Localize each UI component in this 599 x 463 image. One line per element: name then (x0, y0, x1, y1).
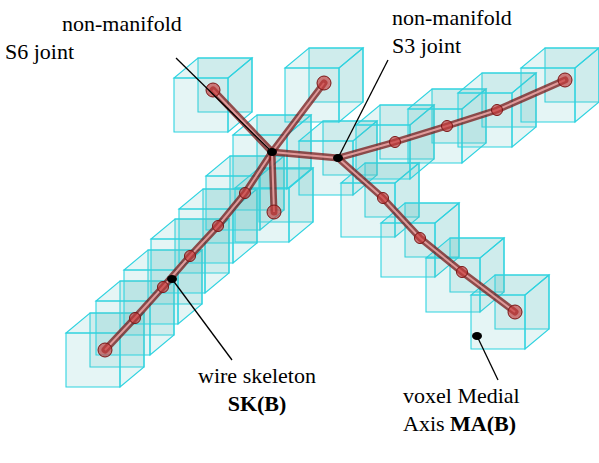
callout-label: non-manifold S6 joint (5, 10, 183, 65)
skeleton-node (442, 121, 453, 132)
wire-skeleton (98, 73, 572, 357)
skeleton-node (98, 343, 112, 357)
voxel-cube (521, 48, 599, 122)
skeleton-tube (272, 152, 274, 212)
skeleton-node (558, 73, 572, 87)
skeleton-tube (105, 152, 272, 350)
skeleton-node (317, 76, 331, 90)
skeleton-highlight (272, 83, 324, 152)
leader-line (338, 60, 388, 158)
skeleton-node (185, 251, 196, 262)
skeleton-node (130, 313, 141, 324)
skeleton-node (390, 137, 401, 148)
leader-line (172, 279, 232, 360)
skeleton-tube (272, 152, 338, 158)
skeleton-node (213, 221, 224, 232)
callout-text: wire skeleton (182, 362, 332, 390)
voxel-face (339, 48, 363, 122)
symbol-label: MA(B) (450, 411, 516, 436)
voxel-face (235, 188, 289, 242)
skeleton-node (492, 105, 503, 116)
leader-line (176, 58, 272, 152)
callout-label: voxel Medial Axis MA(B) (403, 382, 563, 437)
skeleton-node (508, 305, 522, 319)
space (445, 411, 451, 436)
callout-label: non-manifold S3 joint (392, 4, 522, 59)
leader-dot (472, 332, 482, 340)
skeleton-node (267, 205, 281, 219)
skeleton-highlight (105, 152, 272, 350)
symbol-label: SK(B) (182, 390, 332, 418)
skeleton-tube (338, 158, 515, 312)
voxel-face (174, 78, 228, 132)
leader-dot (267, 148, 277, 156)
skeleton-highlight (338, 158, 515, 312)
skeleton-node (378, 193, 389, 204)
voxel-face (575, 48, 599, 122)
callout-text: non-manifold S3 joint (392, 5, 512, 58)
skeleton-highlight (272, 152, 274, 212)
skeleton-node (240, 188, 251, 199)
voxel-cube (285, 48, 363, 122)
leader-line (477, 336, 498, 380)
skeleton-highlight (272, 152, 338, 158)
leader-lines (167, 58, 498, 380)
skeleton-node (158, 282, 169, 293)
skeleton-node (415, 233, 426, 244)
skeleton-tube (272, 83, 324, 152)
leader-dot (333, 154, 343, 162)
skeleton-node (457, 267, 468, 278)
voxels (66, 48, 599, 387)
voxel-face (525, 275, 549, 349)
callout-label: wire skeletonSK(B) (182, 362, 332, 417)
callout-text: non-manifold S6 joint (5, 11, 182, 64)
leader-dot (167, 275, 177, 283)
